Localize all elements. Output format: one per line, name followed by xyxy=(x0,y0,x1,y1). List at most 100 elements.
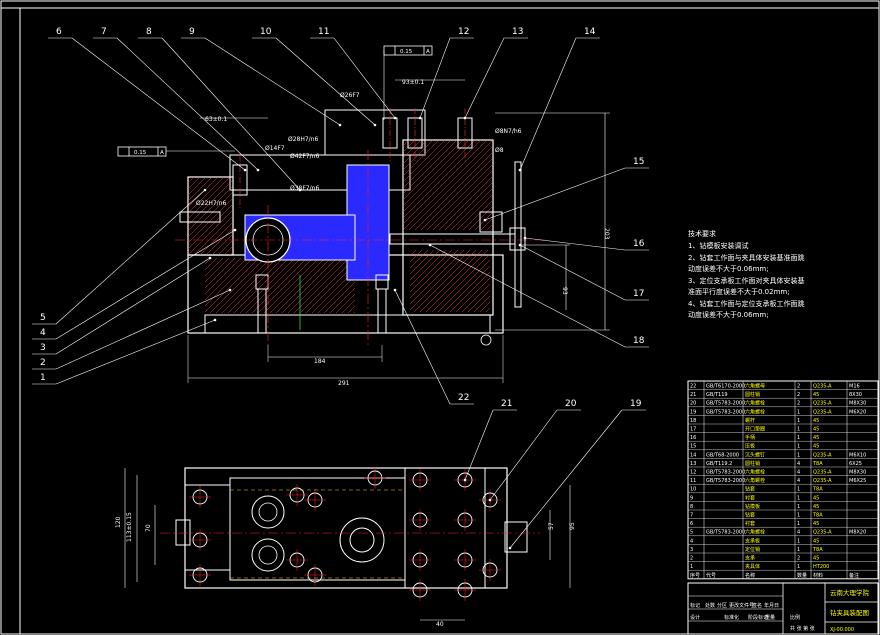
balloon-dot-18 xyxy=(428,243,432,247)
bom-cell-17-1: GB/T5783-2000 xyxy=(706,530,745,536)
hatch-right-lower xyxy=(409,249,491,313)
top-left-block xyxy=(184,484,231,571)
balloon-dot-5 xyxy=(203,188,207,192)
balloon-leader-21 xyxy=(464,409,494,481)
tol-frame-1 xyxy=(383,45,433,56)
hatch-base-line xyxy=(245,257,302,314)
bom-cell-0-0: 22 xyxy=(690,384,696,390)
balloon-5: 5 xyxy=(40,313,46,323)
balloon-dot-22 xyxy=(393,288,397,292)
bom-cell-13-3: 1 xyxy=(797,495,800,501)
hatch-right-column-line xyxy=(402,139,434,171)
bom-cell-21-0: 1 xyxy=(690,564,693,570)
hatch-right-lower-line xyxy=(409,249,465,305)
hatch-right-lower-line xyxy=(419,249,483,313)
bom-cell-4-3: 1 xyxy=(797,418,800,424)
balloon-2: 2 xyxy=(40,358,46,368)
hatch-right-lower-line xyxy=(409,249,453,293)
dim-8n7: Ø8N7/h6 xyxy=(495,128,522,135)
hatch-right-lower-line xyxy=(409,249,441,281)
bom-cell-21-2: 夹具体 xyxy=(745,563,760,570)
bom-cell-1-2: 圆柱销 xyxy=(745,391,760,398)
bom-cell-2-1: GB/T5783-2000 xyxy=(706,401,745,407)
sub2-label-0: 设计 xyxy=(690,614,700,621)
dim-93v: 93 xyxy=(561,287,568,295)
bom-cell-12-2: 钻套 xyxy=(745,486,755,493)
right-column xyxy=(402,139,494,316)
bom-cell-2-0: 20 xyxy=(690,401,696,407)
school-name: 云南大理学院 xyxy=(830,588,870,597)
notes-line-5: 准面平行度误差不大于0.02mm; xyxy=(688,287,790,296)
datum-a-symbol xyxy=(480,334,492,346)
hatch-base-line xyxy=(329,287,356,314)
hatch-right-column xyxy=(402,139,494,231)
dim-120: 120 xyxy=(115,516,122,528)
balloon-dot-17 xyxy=(518,243,522,247)
balloon-dot-11 xyxy=(393,116,397,120)
technical-notes: 技术要求 1、钻模板安装调试 2、钻套工作面与夹具体安装基准面跳 动度误差不大于… xyxy=(688,229,804,319)
balloon-leader-11 xyxy=(333,37,396,119)
balloon-21: 21 xyxy=(501,399,512,409)
hatch-right-column-line xyxy=(402,139,464,201)
bom-cell-13-0: 9 xyxy=(690,495,693,501)
balloon-11: 11 xyxy=(318,27,329,37)
hatch-left-block-line xyxy=(199,221,234,256)
bom-cell-6-3: 1 xyxy=(797,435,800,441)
balloon-leader-4 xyxy=(55,229,236,340)
bushing-0 xyxy=(232,164,248,196)
hatch-right-column-line xyxy=(456,193,494,231)
tol-value-2: 0.15 xyxy=(134,150,147,156)
hatch-right-column-line xyxy=(444,181,494,231)
hatch-right-column-line xyxy=(432,169,494,231)
balloon-9: 9 xyxy=(189,27,195,37)
bom-cell-7-2: 压板 xyxy=(745,443,755,450)
balloon-17: 17 xyxy=(633,289,644,299)
bom-cell-7-3: 1 xyxy=(797,444,800,450)
bom-cell-11-4: Q235-A xyxy=(813,478,832,484)
bom-cell-14-0: 8 xyxy=(690,504,693,510)
balloon-18: 18 xyxy=(633,336,645,346)
balloon-leader-10 xyxy=(275,37,376,126)
bom-cell-3-5: M6X20 xyxy=(849,409,866,415)
hatch-left-block-line xyxy=(211,233,234,256)
bom-cell-17-5: M8X20 xyxy=(849,530,866,536)
hatch-right-column-line xyxy=(462,199,494,231)
hatch-left-block-line xyxy=(223,245,234,256)
bom-header-2: 名称 xyxy=(745,572,755,579)
hatch-left-block-line xyxy=(205,227,234,256)
sheet-label: 共 张 第 张 xyxy=(790,625,815,632)
balloon-3: 3 xyxy=(40,343,46,353)
hatch-right-lower-line xyxy=(409,249,471,311)
dim-70: 70 xyxy=(145,524,152,532)
hatch-base-line xyxy=(251,257,308,314)
balloon-leader-12 xyxy=(419,37,451,119)
bom-cell-14-4: 45 xyxy=(813,504,819,510)
front-view xyxy=(166,50,610,383)
balloon-dot-13 xyxy=(463,116,467,120)
balloon-leader-14 xyxy=(519,37,577,171)
notes-line-4: 3、定位支承板工作面对夹具体安装基 xyxy=(688,276,804,285)
dim-42f7: Ø42F7/n6 xyxy=(290,153,319,160)
support-shank-1 xyxy=(377,288,387,334)
tol-value-1: 0.15 xyxy=(400,49,413,55)
sub-label-2: 分区 xyxy=(717,602,727,609)
hatch-right-column-line xyxy=(402,139,482,219)
bom-header-3: 数量 xyxy=(797,572,807,579)
hatch-right-lower-line xyxy=(409,249,435,275)
hatch-left-block-line xyxy=(187,176,201,190)
dim-291: 291 xyxy=(338,380,350,387)
notes-line-1: 1、钻模板安装调试 xyxy=(688,241,748,250)
bom-cell-10-5: M8X30 xyxy=(849,470,866,476)
sub2-label-4: 比例 xyxy=(790,614,800,621)
hatch-left-block-line xyxy=(187,197,234,244)
dim-14f7: Ø14F7 xyxy=(265,145,285,152)
handle-bar xyxy=(514,161,522,308)
balloon-dot-8 xyxy=(298,188,302,192)
dim-phi: Ø8 xyxy=(495,147,504,154)
bom-cell-13-2: 衬套 xyxy=(745,494,755,501)
balloon-leader-17 xyxy=(519,244,626,301)
dim-203: 203 xyxy=(603,228,610,240)
bushing-3 xyxy=(382,117,398,149)
